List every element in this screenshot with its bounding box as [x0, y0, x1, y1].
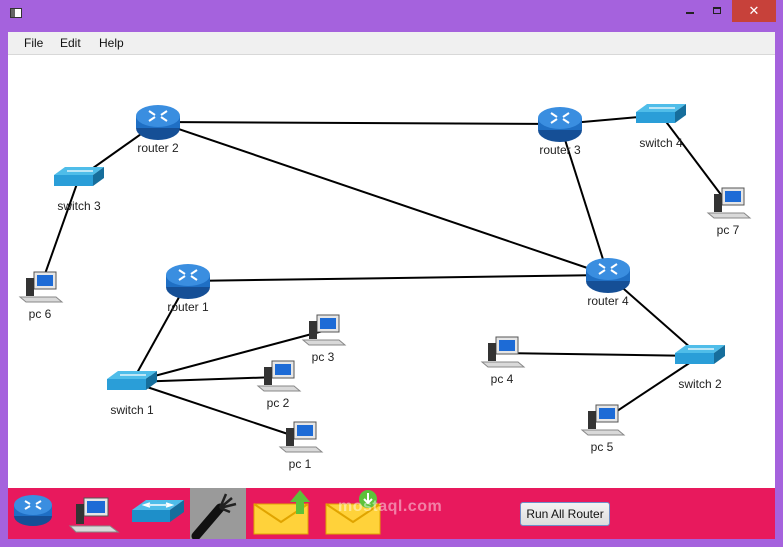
- cable-tool[interactable]: [190, 488, 246, 539]
- cable-icon: [191, 493, 237, 539]
- pc-node-pc1[interactable]: pc 1: [278, 421, 324, 471]
- node-label: switch 2: [678, 377, 722, 391]
- router-node-router4[interactable]: router 4: [586, 258, 630, 308]
- router-icon: [166, 264, 210, 299]
- link-router1-router4[interactable]: [187, 274, 609, 282]
- switch-icon: [54, 167, 104, 186]
- node-label: router 4: [587, 294, 629, 308]
- node-label: pc 6: [29, 307, 52, 321]
- node-label: switch 1: [110, 403, 154, 417]
- router-node-router2[interactable]: router 2: [136, 105, 180, 155]
- nodes-layer: router 2 router 3 router 1 router 4 switch 3…: [18, 104, 752, 471]
- node-label: pc 1: [289, 457, 312, 471]
- switch-icon: [675, 345, 725, 364]
- close-button[interactable]: ✕: [732, 0, 776, 22]
- run-all-router-button[interactable]: Run All Router: [520, 502, 610, 526]
- switch-node-switch4[interactable]: switch 4: [636, 104, 686, 150]
- switch-node-switch1[interactable]: switch 1: [107, 371, 157, 417]
- watermark: mostaql.com: [338, 498, 443, 515]
- menu-bar: File Edit Help: [8, 32, 775, 55]
- link-switch1-pc3[interactable]: [131, 330, 324, 383]
- pc-node-pc2[interactable]: pc 2: [256, 360, 302, 410]
- node-label: switch 4: [639, 136, 683, 150]
- node-label: pc 5: [591, 440, 614, 454]
- node-label: pc 2: [267, 396, 290, 410]
- device-toolbar: mostaql.com Run All Router: [8, 488, 775, 539]
- link-switch2-pc4[interactable]: [501, 352, 701, 357]
- node-label: router 2: [137, 141, 179, 155]
- app-icon: [10, 8, 22, 18]
- receive-tool[interactable]: [320, 488, 390, 539]
- receive-mail-icon: [325, 490, 381, 535]
- send-mail-icon: [253, 490, 310, 535]
- link-switch4-pc7[interactable]: [660, 114, 729, 205]
- pc-icon: [301, 314, 347, 346]
- router-tool[interactable]: [8, 488, 58, 539]
- menu-file[interactable]: File: [24, 36, 44, 50]
- pc-node-pc6[interactable]: pc 6: [18, 271, 64, 321]
- maximize-button[interactable]: [704, 0, 730, 22]
- pc-icon: [256, 360, 302, 392]
- pc-tool[interactable]: [62, 488, 120, 539]
- switch-node-switch3[interactable]: switch 3: [54, 167, 104, 213]
- router-node-router3[interactable]: router 3: [538, 107, 582, 157]
- menu-help[interactable]: Help: [99, 36, 124, 50]
- switch-tool[interactable]: [122, 488, 188, 539]
- switch-icon: [132, 500, 184, 522]
- router-icon: [136, 105, 180, 140]
- switch-icon: [636, 104, 686, 123]
- switch-icon: [107, 371, 157, 390]
- node-label: switch 3: [57, 199, 101, 213]
- pc-node-pc4[interactable]: pc 4: [480, 336, 526, 386]
- pc-icon: [580, 404, 626, 436]
- pc-icon: [18, 271, 64, 303]
- pc-icon: [68, 497, 120, 533]
- network-diagram: router 2 router 3 router 1 router 4 switch 3…: [18, 104, 752, 471]
- router-icon: [586, 258, 630, 293]
- router-node-router1[interactable]: router 1: [166, 264, 210, 314]
- link-switch1-pc1[interactable]: [131, 381, 301, 439]
- router-icon: [14, 495, 52, 526]
- link-router3-router4[interactable]: [559, 123, 609, 276]
- link-router2-router4[interactable]: [157, 121, 609, 276]
- pc-icon: [706, 187, 752, 219]
- link-switch3-pc6[interactable]: [39, 177, 80, 289]
- pc-node-pc3[interactable]: pc 3: [301, 314, 347, 364]
- menu-edit[interactable]: Edit: [60, 36, 81, 50]
- switch-node-switch2[interactable]: switch 2: [675, 345, 725, 391]
- node-label: pc 3: [312, 350, 335, 364]
- pc-icon: [278, 421, 324, 453]
- node-label: router 3: [539, 143, 581, 157]
- node-label: pc 7: [717, 223, 740, 237]
- pc-node-pc7[interactable]: pc 7: [706, 187, 752, 237]
- title-bar[interactable]: ✕: [0, 0, 783, 28]
- pc-node-pc5[interactable]: pc 5: [580, 404, 626, 454]
- node-label: pc 4: [491, 372, 514, 386]
- network-canvas[interactable]: router 2 router 3 router 1 router 4 switch 3…: [8, 55, 775, 488]
- link-router2-router3[interactable]: [157, 121, 561, 125]
- pc-icon: [480, 336, 526, 368]
- send-tool[interactable]: [248, 488, 318, 539]
- node-label: router 1: [167, 300, 209, 314]
- router-icon: [538, 107, 582, 142]
- minimize-button[interactable]: [678, 0, 702, 22]
